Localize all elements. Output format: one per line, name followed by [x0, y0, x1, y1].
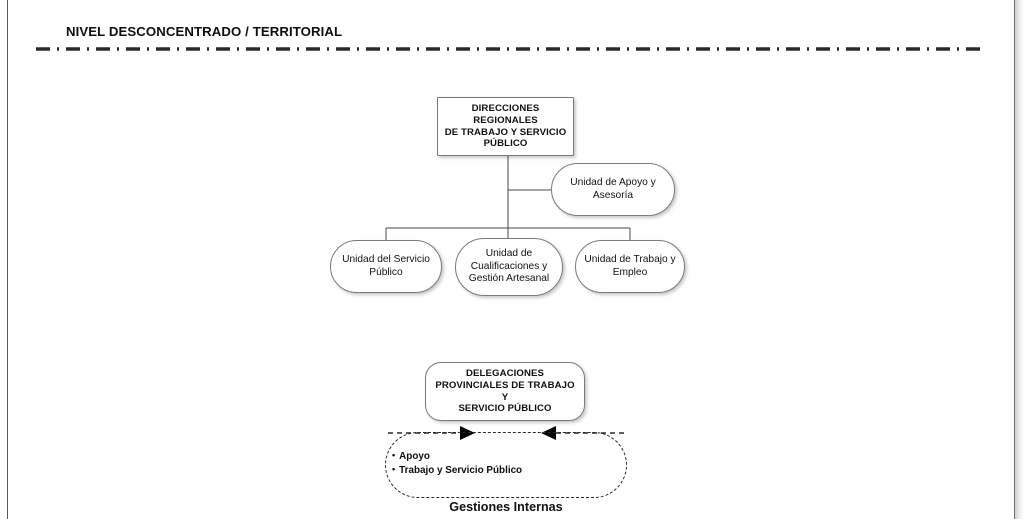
node-direcciones-regionales[interactable]: DIRECCIONES REGIONALES DE TRABAJO Y SERV…	[437, 97, 574, 156]
node-cualificaciones-text: Unidad de Cualificaciones y Gestión Arte…	[463, 248, 555, 285]
section-divider	[36, 47, 986, 51]
node-cualificaciones-line1: Unidad de	[485, 248, 533, 260]
node-cualificaciones-line2: Cualificaciones y	[470, 260, 548, 272]
gestiones-internas-list: • Apoyo • Trabajo y Servicio Público	[392, 450, 622, 479]
list-item-label: Apoyo	[399, 451, 430, 462]
page-shadow-right	[1015, 0, 1024, 519]
node-delegaciones-provinciales[interactable]: DELEGACIONES PROVINCIALES DE TRABAJO Y S…	[425, 362, 585, 421]
node-unidad-cualificaciones[interactable]: Unidad de Cualificaciones y Gestión Arte…	[455, 238, 563, 296]
gestiones-internas-caption: Gestiones Internas	[449, 500, 563, 514]
node-delegaciones-text: DELEGACIONES PROVINCIALES DE TRABAJO Y S…	[432, 368, 578, 415]
list-item: • Apoyo	[392, 450, 622, 464]
node-unidad-apoyo-asesoria[interactable]: Unidad de Apoyo y Asesoría	[551, 163, 675, 216]
section-title: NIVEL DESCONCENTRADO / TERRITORIAL	[66, 24, 343, 39]
node-delegaciones-line1: DELEGACIONES	[466, 368, 544, 380]
bullet-icon: •	[392, 450, 396, 460]
list-item: • Trabajo y Servicio Público	[392, 464, 622, 478]
gestiones-internas-container	[385, 432, 627, 498]
node-direcciones-line1: DIRECCIONES REGIONALES	[471, 103, 540, 126]
node-trabajo-text: Unidad de Trabajo y Empleo	[584, 254, 676, 279]
node-direcciones-line3: PÚBLICO	[483, 138, 528, 150]
node-apoyo-line1: Unidad de Apoyo y	[570, 177, 656, 189]
node-delegaciones-line3: SERVICIO PÚBLICO	[458, 403, 552, 415]
node-servicio-line2: Público	[369, 266, 403, 278]
page-border-left	[7, 0, 8, 519]
list-item-label: Trabajo y Servicio Público	[399, 465, 523, 477]
node-unidad-trabajo-empleo[interactable]: Unidad de Trabajo y Empleo	[575, 240, 685, 293]
node-servicio-line1: Unidad del Servicio	[342, 254, 430, 266]
node-direcciones-line2: DE TRABAJO Y SERVICIO	[444, 126, 567, 138]
node-apoyo-text: Unidad de Apoyo y Asesoría	[562, 177, 664, 202]
node-delegaciones-line2: PROVINCIALES DE TRABAJO Y	[435, 379, 575, 403]
node-trabajo-line2: Empleo	[612, 266, 648, 278]
node-unidad-servicio-publico[interactable]: Unidad del Servicio Público	[330, 240, 442, 293]
node-cualificaciones-line3: Gestión Artesanal	[468, 273, 550, 285]
bullet-icon: •	[392, 464, 396, 475]
node-direcciones-text: DIRECCIONES REGIONALES DE TRABAJO Y SERV…	[444, 103, 567, 150]
page-border-right	[1014, 0, 1015, 519]
node-apoyo-line2: Asesoría	[592, 189, 634, 201]
node-servicio-text: Unidad del Servicio Público	[340, 254, 432, 279]
node-trabajo-line1: Unidad de Trabajo y	[584, 254, 676, 266]
